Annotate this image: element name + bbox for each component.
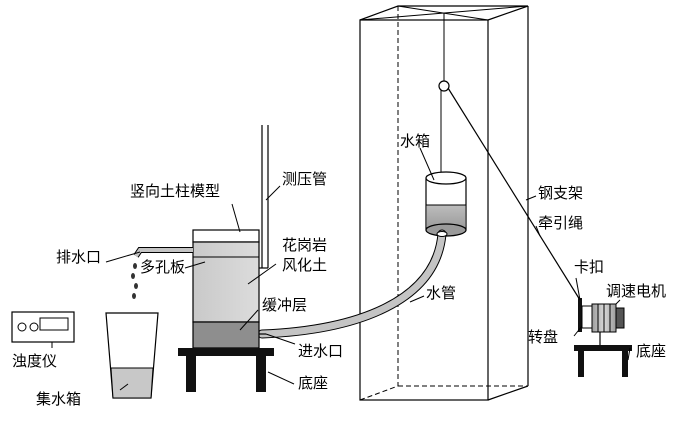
water-tank xyxy=(425,171,467,237)
label-turntable: 转盘 xyxy=(528,328,558,346)
column-stand xyxy=(178,348,274,392)
motor-assembly xyxy=(574,298,632,377)
label-soil-column-model: 竖向土柱模型 xyxy=(130,182,220,200)
collection-tank xyxy=(105,312,159,399)
steel-frame xyxy=(359,5,529,401)
label-clasp: 卡扣 xyxy=(574,258,604,276)
label-inlet: 进水口 xyxy=(298,342,343,360)
leader-lines xyxy=(51,147,631,391)
water-drops xyxy=(131,263,138,299)
label-piezometer: 测压管 xyxy=(282,170,327,188)
label-base-left: 底座 xyxy=(298,374,328,392)
label-water-pipe: 水管 xyxy=(426,284,456,302)
label-porous-plate: 多孔板 xyxy=(140,258,185,276)
turbidimeter-device xyxy=(11,311,75,343)
label-traction-rope: 牵引绳 xyxy=(538,214,583,232)
pulley-icon xyxy=(438,80,450,92)
label-collection-tank: 集水箱 xyxy=(36,390,81,408)
label-granite-soil-line2: 风化土 xyxy=(282,256,327,274)
pulley-and-rope xyxy=(438,13,581,301)
labels: 竖向土柱模型 测压管 排水口 多孔板 花岗岩 风化土 缓冲层 进水口 底座 浊度… xyxy=(12,132,666,408)
label-drain-outlet: 排水口 xyxy=(56,248,101,266)
label-buffer-layer: 缓冲层 xyxy=(262,296,307,314)
label-speed-motor: 调速电机 xyxy=(606,282,666,300)
label-turbidimeter: 浊度仪 xyxy=(12,352,57,370)
water-pipe xyxy=(257,229,448,339)
label-steel-frame: 钢支架 xyxy=(538,184,583,202)
label-base-right: 底座 xyxy=(636,342,666,360)
label-granite-soil-line1: 花岗岩 xyxy=(282,236,327,254)
label-water-tank: 水箱 xyxy=(400,132,430,150)
